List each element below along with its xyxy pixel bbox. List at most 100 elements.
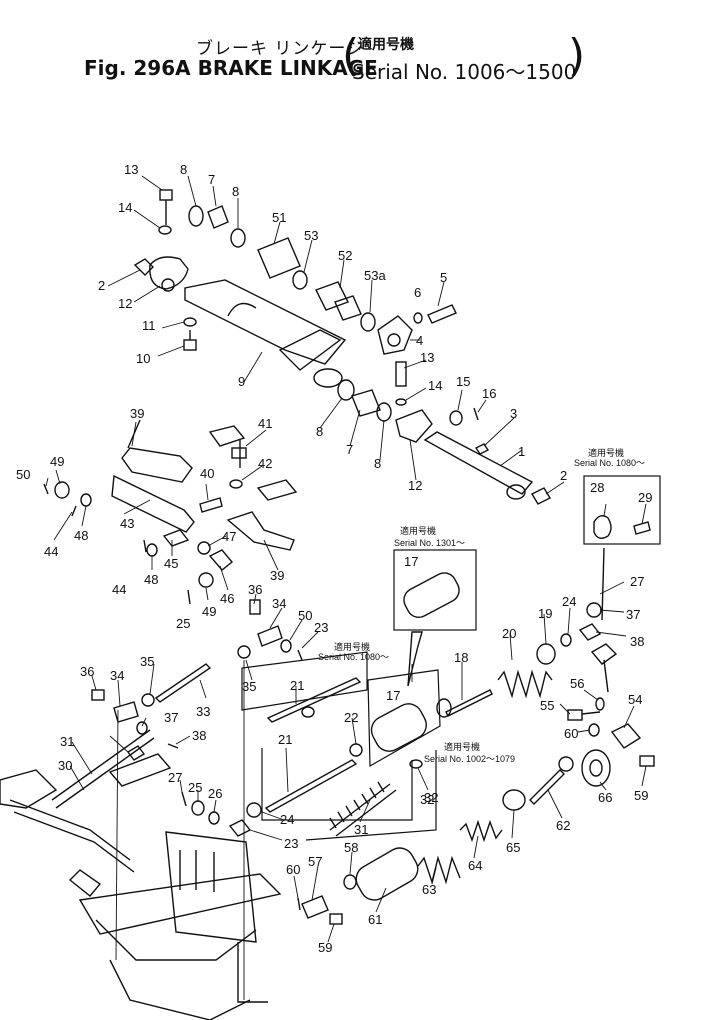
part-label: 25 [188,780,202,795]
part-label: 42 [258,456,272,471]
note-1301-en: Serial No. 1301～ [394,538,465,548]
part-label: 45 [164,556,178,571]
part-label: 23 [284,836,298,851]
part-label: 22 [344,710,358,725]
part-label: 55 [540,698,554,713]
part-label: 62 [556,818,570,833]
part-label: 34 [272,596,286,611]
part-label: 54 [628,692,642,707]
part-label: 17 [404,554,418,569]
part-label: 11 [142,318,156,333]
part-label: 17 [386,688,400,703]
part-label: 39 [130,406,144,421]
lower-right-assembly [297,602,655,925]
part-label: 8 [232,184,239,199]
part-label: 39 [270,568,284,583]
part-label: 21 [290,678,304,693]
part-label: 26 [208,786,222,801]
part-label: 58 [344,840,358,855]
part-label: 1 [518,444,525,459]
lever-assembly [43,419,298,605]
part-label: 36 [248,582,262,597]
serial-notes: 適用号機 Serial No. 1080～ 適用号機 Serial No. 13… [318,447,645,764]
part-label: 43 [120,516,134,531]
part-label: 6 [414,285,421,300]
note-1080b-jp: 適用号機 [334,641,370,652]
part-label: 38 [630,634,644,649]
part-label: 57 [308,854,322,869]
part-label: 49 [202,604,216,619]
part-label: 16 [482,386,496,401]
part-label: 37 [626,607,640,622]
note-1301-jp: 適用号機 [400,525,436,536]
part-label: 61 [368,912,382,927]
paren-close: ) [568,30,586,81]
part-label: 50 [16,467,30,482]
part-label: 29 [638,490,652,505]
part-label: 37 [164,710,178,725]
part-label: 65 [506,840,520,855]
part-label: 40 [200,466,214,481]
paren-open: ( [342,30,360,81]
serial-japanese: 適用号機 [358,37,414,53]
part-label: 60 [286,862,300,877]
part-label: 24 [562,594,576,609]
part-label: 53 [304,228,318,243]
part-label: 51 [272,210,286,225]
part-label: 50 [298,608,312,623]
part-label: 44 [44,544,58,559]
part-label: 48 [144,572,158,587]
leader-lines [45,175,647,943]
part-label: 23 [314,620,328,635]
part-label: 14 [428,378,442,393]
part-label: 33 [196,704,210,719]
part-label: 12 [408,478,422,493]
part-label: 35 [242,679,256,694]
figure-title: Fig. 296A BRAKE LINKAGE [84,56,378,80]
part-label: 47 [222,529,236,544]
title-japanese: ブレーキ リンケージ [196,39,365,59]
note-1002-en: Serial No. 1002～1079 [424,754,515,764]
part-label: 35 [140,654,154,669]
part-label: 38 [192,728,206,743]
part-label: 13 [124,162,138,177]
part-label: 56 [570,676,584,691]
part-label: 63 [422,882,436,897]
part-label: 53a [364,268,386,283]
part-label: 24 [280,812,294,827]
part-label: 15 [456,374,470,389]
part-label: 31 [354,822,368,837]
part-label: 25 [176,616,190,631]
part-label: 20 [502,626,516,641]
part-label: 60 [564,726,578,741]
part-label: 46 [220,591,234,606]
part-label: 4 [416,333,423,348]
part-label: 19 [538,606,552,621]
part-label: 59 [634,788,648,803]
part-label: 64 [468,858,482,873]
part-label: 14 [118,200,132,215]
part-label: 41 [258,416,272,431]
part-label: 32 [424,790,438,805]
part-label: 27 [630,574,644,589]
part-label: 44 [112,582,126,597]
part-label: 2 [560,468,567,483]
part-label: 52 [338,248,352,263]
part-label: 66 [598,790,612,805]
part-label: 32 [420,792,434,807]
part-label: 48 [74,528,88,543]
note-1080-en: Serial No. 1080～ [574,458,645,468]
part-label: 36 [80,664,94,679]
part-label: 7 [208,172,215,187]
part-label: 59 [318,940,332,955]
part-label: 28 [590,480,604,495]
part-label: 49 [50,454,64,469]
part-label: 8 [374,456,381,471]
part-label: 18 [454,650,468,665]
note-1002-jp: 適用号機 [444,741,480,752]
figure-header: ブレーキ リンケージ Fig. 296A BRAKE LINKAGE ( 適用号… [0,0,726,90]
part-label: 27 [168,770,182,785]
part-label: 21 [278,732,292,747]
part-label: 8 [316,424,323,439]
